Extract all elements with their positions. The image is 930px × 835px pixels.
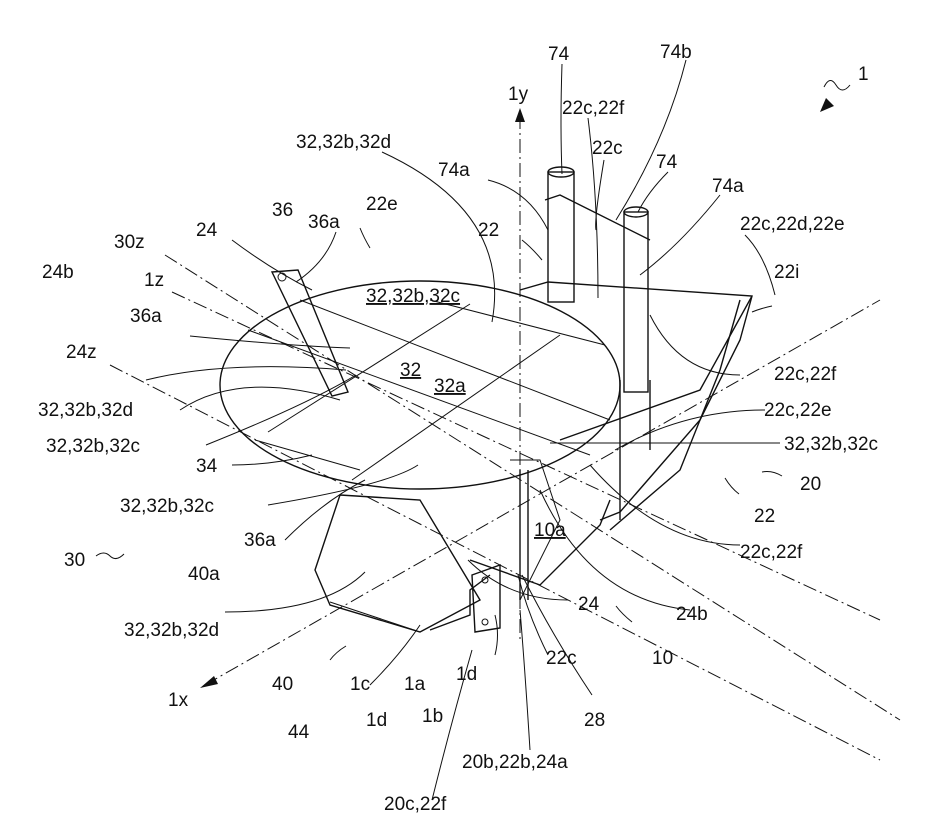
label-1a: 1a bbox=[404, 674, 426, 695]
frame-diagonal bbox=[560, 296, 752, 440]
label-1: 1 bbox=[858, 64, 869, 85]
label-32-lower: 32,32b,32c bbox=[120, 496, 214, 517]
label-22e: 22e bbox=[366, 194, 398, 215]
label-24b-left: 24b bbox=[42, 262, 74, 283]
label-32a: 32a bbox=[434, 376, 466, 397]
label-10: 10 bbox=[652, 648, 673, 669]
label-32-left2: 32,32b,32c bbox=[46, 436, 140, 457]
axis-1y-arrow bbox=[515, 108, 525, 122]
label-36: 36 bbox=[272, 200, 293, 221]
label-28: 28 bbox=[584, 710, 605, 731]
label-22: 22 bbox=[478, 220, 499, 241]
label-32-bottom: 32,32b,32d bbox=[124, 620, 219, 641]
label-22c-top: 22c bbox=[592, 138, 623, 159]
label-22-right: 22 bbox=[754, 506, 775, 527]
label-74-mid: 74 bbox=[656, 152, 678, 173]
label-22i: 22i bbox=[774, 262, 799, 283]
arrowhead-1 bbox=[820, 98, 834, 112]
assembly-arrow bbox=[820, 80, 850, 112]
label-22c22f-r1: 22c,22f bbox=[774, 364, 837, 385]
label-36a-top: 36a bbox=[308, 212, 340, 233]
wave-1 bbox=[824, 80, 850, 90]
table-seam-4 bbox=[352, 335, 560, 480]
label-34: 34 bbox=[196, 456, 218, 477]
label-32-center: 32 bbox=[400, 360, 421, 381]
label-44: 44 bbox=[288, 722, 310, 743]
frame-lower-rail bbox=[470, 500, 610, 585]
table-ellipse bbox=[220, 281, 620, 489]
label-24-bottom: 24 bbox=[578, 594, 600, 615]
arm-36-pivot bbox=[278, 273, 286, 281]
label-24z: 24z bbox=[66, 342, 97, 363]
label-20c22f: 20c,22f bbox=[384, 794, 447, 815]
chute-body bbox=[315, 495, 480, 632]
label-10a: 10a bbox=[534, 520, 566, 541]
label-1d-left: 1d bbox=[366, 710, 387, 731]
label-22c22d22e: 22c,22d,22e bbox=[740, 214, 845, 235]
label-22c22e: 22c,22e bbox=[764, 400, 832, 421]
label-36a-lower: 36a bbox=[244, 530, 276, 551]
axis-1x-arrow bbox=[200, 676, 218, 688]
label-1y: 1y bbox=[508, 84, 529, 105]
label-24: 24 bbox=[196, 220, 218, 241]
label-20b22b24a: 20b,22b,24a bbox=[462, 752, 568, 773]
label-20: 20 bbox=[800, 474, 821, 495]
label-1d-right: 1d bbox=[456, 664, 477, 685]
label-40: 40 bbox=[272, 674, 293, 695]
frame-top-rail bbox=[520, 282, 752, 520]
label-74-top: 74 bbox=[548, 44, 570, 65]
label-1b: 1b bbox=[422, 706, 443, 727]
frame-22 bbox=[470, 282, 752, 600]
label-1z: 1z bbox=[144, 270, 164, 291]
hinge-bolt-2 bbox=[482, 619, 488, 625]
label-74b: 74b bbox=[660, 42, 692, 63]
chute-lip bbox=[330, 602, 420, 632]
label-24b-bottom: 24b bbox=[676, 604, 708, 625]
pipe-74-right bbox=[624, 212, 648, 392]
table-seam-2 bbox=[300, 300, 610, 420]
label-36a-left: 36a bbox=[130, 306, 162, 327]
label-32-right: 32,32b,32c bbox=[784, 434, 878, 455]
label-32-left1: 32,32b,32d bbox=[38, 400, 133, 421]
label-74a-left: 74a bbox=[438, 160, 470, 181]
label-1x: 1x bbox=[168, 690, 189, 711]
label-22c22f-top: 22c,22f bbox=[562, 98, 625, 119]
label-22c-bottom: 22c bbox=[546, 648, 577, 669]
label-32-top: 32,32b,32d bbox=[296, 132, 391, 153]
label-30: 30 bbox=[64, 550, 85, 571]
label-1c: 1c bbox=[350, 674, 370, 695]
axis-lines bbox=[110, 108, 900, 760]
chute-40 bbox=[315, 495, 490, 632]
table-seam-3 bbox=[268, 304, 470, 432]
label-22c22f-r2: 22c,22f bbox=[740, 542, 803, 563]
axis-1x-line bbox=[205, 300, 880, 685]
label-40a: 40a bbox=[188, 564, 220, 585]
label-74a-right: 74a bbox=[712, 176, 744, 197]
axis-30z-line bbox=[165, 255, 900, 720]
label-32-center-underlined: 32,32b,32c bbox=[366, 286, 460, 307]
rotary-table bbox=[220, 281, 620, 489]
label-30z: 30z bbox=[114, 232, 145, 253]
